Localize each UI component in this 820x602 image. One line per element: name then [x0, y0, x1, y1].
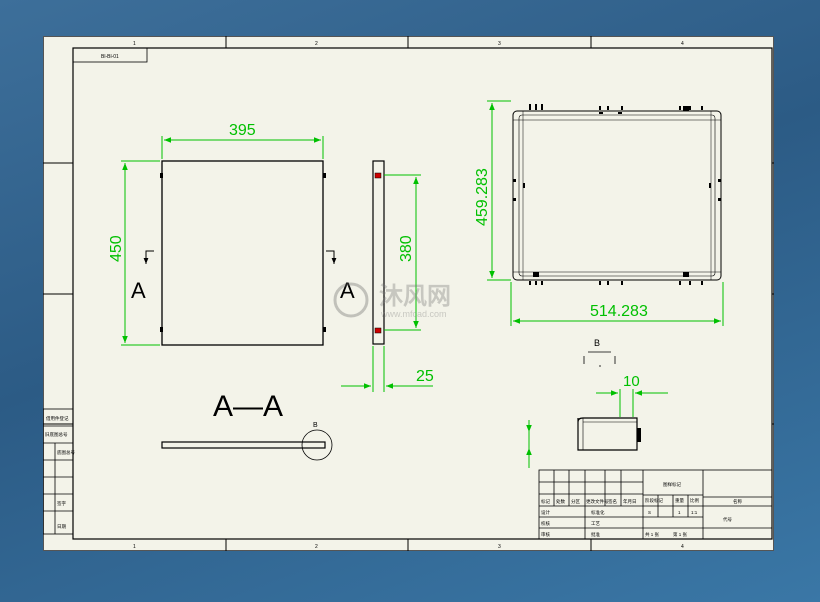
front-width-value: 395	[229, 122, 256, 139]
section-view-profile	[161, 441, 326, 449]
side-table	[43, 408, 74, 535]
watermark-cn: 沐风网	[379, 283, 451, 310]
side-view-holes	[374, 172, 382, 334]
stage-value-2: 1:1	[691, 510, 698, 515]
stage-header-0: 阶段标记	[645, 497, 663, 504]
side-height-value: 380	[398, 235, 415, 262]
detail-offset-value: 10	[623, 373, 640, 390]
iso-view	[512, 104, 722, 285]
iso-height-value: 459.283	[474, 168, 491, 226]
row-label-4: 签名	[608, 498, 617, 505]
zone-labels: 1 2 3 4 1 2 3 4	[133, 41, 684, 550]
stage-value-0: S	[648, 510, 651, 515]
check-label: 校核	[541, 520, 550, 527]
side-table-labels: 借用件登记 旧底图总号 底图总号 签字 日期	[45, 415, 75, 530]
side-thickness-dimension	[341, 346, 433, 392]
zone-col-3b: 3	[498, 544, 501, 550]
iso-fasteners	[513, 104, 721, 285]
side-height-dimension	[384, 174, 421, 331]
zone-col-2: 2	[315, 41, 318, 47]
watermark: 沐风网 www.mfcad.com	[333, 282, 451, 319]
title-block-text: 图样标记 标记 处数 分区 更改文件号 签名 年月日 设计 标准化 校核 工艺 …	[541, 481, 742, 538]
side-label-3: 签字	[57, 500, 66, 506]
side-label-4: 日期	[57, 524, 66, 530]
title-header: 图样标记	[663, 481, 681, 488]
front-height-value: 450	[108, 235, 125, 262]
title-block	[538, 469, 773, 540]
zone-col-2b: 2	[315, 544, 318, 550]
code-label: 代号	[723, 516, 732, 523]
front-view-holes	[160, 173, 326, 332]
iso-width-dimension	[510, 282, 724, 326]
section-marker-right: A	[340, 278, 355, 303]
iso-outer-frame	[512, 110, 722, 281]
stage-header-1: 重量	[675, 497, 684, 504]
zone-ticks	[43, 36, 774, 551]
zone-col-1b: 1	[133, 544, 136, 550]
section-view-label: A—A	[213, 390, 283, 423]
detail-view-label: B	[594, 338, 600, 348]
zone-col-4: 4	[681, 41, 684, 47]
front-height-dimension	[121, 160, 160, 346]
section-arrows	[143, 250, 337, 264]
side-thickness-value: 25	[416, 368, 434, 385]
row-label-1: 处数	[556, 498, 565, 505]
zone-col-1: 1	[133, 41, 136, 47]
zone-col-4b: 4	[681, 544, 684, 550]
detail-offset-dimension	[526, 389, 668, 468]
side-label-2: 底图总号	[57, 449, 75, 456]
front-width-dimension	[161, 136, 324, 159]
drawing-sheet: 1 2 3 4 1 2 3 4 Bl-Bl-01 借用件登记 旧底图总号 底图总…	[43, 36, 774, 551]
row-label-5: 年月日	[623, 498, 637, 505]
front-view-panel	[161, 160, 324, 346]
sheet-count: 共 1 张	[645, 531, 660, 538]
drawing-number: Bl-Bl-01	[101, 54, 119, 60]
stage-value-1: 1	[678, 510, 681, 515]
drawing-canvas: 1 2 3 4 1 2 3 4 Bl-Bl-01 借用件登记 旧底图总号 底图总…	[43, 36, 774, 551]
row-label-2: 分区	[571, 498, 580, 505]
side-label-1: 旧底图总号	[45, 431, 68, 438]
iso-inner-frame	[518, 114, 716, 277]
standard-label: 标准化	[591, 509, 605, 516]
row-label-3: 更改文件号	[586, 498, 609, 505]
side-label-0: 借用件登记	[46, 415, 69, 422]
watermark-url: www.mfcad.com	[380, 309, 447, 319]
detail-circle	[301, 429, 333, 461]
side-view-panel	[372, 160, 385, 345]
watermark-logo-icon	[333, 282, 369, 318]
detail-view-scale	[583, 351, 616, 367]
process-label: 工艺	[591, 521, 600, 526]
stage-header-2: 比例	[690, 497, 699, 504]
approve-label-left: 审核	[541, 531, 550, 538]
iso-width-value: 514.283	[590, 303, 648, 320]
row-label-0: 标记	[541, 498, 550, 505]
name-label: 名称	[733, 498, 742, 505]
detail-view-part	[577, 417, 641, 451]
approve-label: 批准	[591, 531, 600, 538]
zone-col-3: 3	[498, 41, 501, 47]
detail-circle-marker: B	[313, 422, 318, 429]
drawing-number-box	[72, 47, 148, 63]
designer-label: 设计	[541, 509, 550, 516]
sheet-number: 第 1 张	[673, 531, 688, 538]
iso-height-dimension	[487, 100, 511, 281]
section-marker-left: A	[131, 278, 146, 303]
